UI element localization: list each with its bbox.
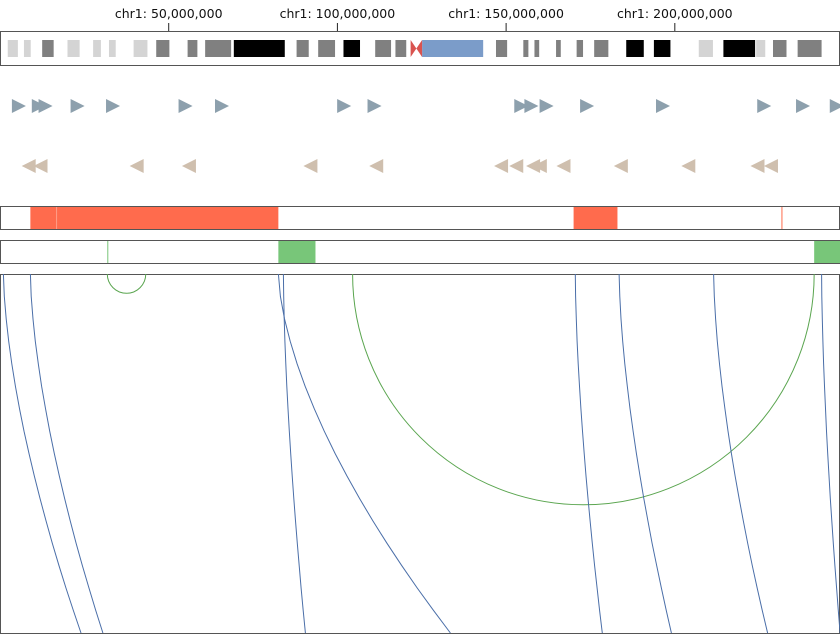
blue-link-line[interactable] <box>821 273 840 634</box>
plus-strand-feature[interactable] <box>38 99 53 113</box>
chromosome-ideogram[interactable] <box>0 31 840 66</box>
red-interval[interactable] <box>57 207 279 229</box>
ideogram-band <box>23 40 31 57</box>
ideogram-band <box>296 40 309 57</box>
blue-link-line[interactable] <box>277 273 451 634</box>
plus-strand-feature[interactable] <box>215 99 230 113</box>
plus-strand-feature[interactable] <box>524 99 539 113</box>
minus-strand-feature[interactable] <box>181 159 196 173</box>
minus-strand-feature-track[interactable] <box>21 159 778 173</box>
minus-strand-feature[interactable] <box>303 159 318 173</box>
blue-link-line[interactable] <box>574 273 603 634</box>
ideogram-band <box>375 40 392 57</box>
plus-strand-feature-track[interactable] <box>11 99 840 113</box>
ideogram-band <box>156 40 170 57</box>
plus-strand-feature[interactable] <box>178 99 193 113</box>
plus-strand-feature[interactable] <box>367 99 382 113</box>
blue-link-line[interactable] <box>618 273 672 634</box>
plus-strand-feature[interactable] <box>514 99 529 113</box>
minus-strand-feature[interactable] <box>509 159 524 173</box>
arcs-links-panel[interactable] <box>0 273 840 634</box>
ideogram-heterochromatin <box>422 40 484 57</box>
green-interval[interactable] <box>814 241 840 263</box>
arcs-panel-frame <box>0 274 840 634</box>
plus-strand-feature[interactable] <box>796 99 811 113</box>
ideogram-band <box>233 40 285 57</box>
ideogram-band <box>576 40 584 57</box>
green-track-frame <box>0 240 840 264</box>
ideogram-band <box>108 40 116 57</box>
axis-tick-label: chr1: 50,000,000 <box>115 6 223 21</box>
centromere-right <box>416 40 423 57</box>
ideogram-band <box>133 40 148 57</box>
minus-strand-feature[interactable] <box>763 159 778 173</box>
ideogram-band <box>42 40 54 57</box>
plus-strand-feature[interactable] <box>106 99 121 113</box>
ideogram-band <box>343 40 361 57</box>
ideogram-band <box>594 40 609 57</box>
ideogram-band <box>534 40 540 57</box>
ideogram-band <box>495 40 508 57</box>
ideogram-band <box>556 40 561 57</box>
minus-strand-feature[interactable] <box>33 159 48 173</box>
ideogram-band <box>797 40 822 57</box>
axis-tick-label: chr1: 150,000,000 <box>448 6 564 21</box>
minus-strand-feature[interactable] <box>750 159 765 173</box>
red-interval[interactable] <box>781 207 783 229</box>
ideogram-band <box>67 40 80 57</box>
ideogram-band <box>756 40 766 57</box>
ideogram-band <box>653 40 671 57</box>
green-interval[interactable] <box>107 241 109 263</box>
blue-link-line[interactable] <box>29 273 104 634</box>
minus-strand-feature[interactable] <box>532 159 547 173</box>
minus-strand-feature[interactable] <box>613 159 628 173</box>
plus-strand-feature[interactable] <box>337 99 352 113</box>
ideogram-band <box>626 40 644 57</box>
plus-strand-feature[interactable] <box>656 99 671 113</box>
genome-coordinate-axis: chr1: 50,000,000 chr1: 100,000,000 chr1: 1… <box>115 6 733 31</box>
blue-link-line[interactable] <box>2 273 82 634</box>
minus-strand-feature[interactable] <box>494 159 509 173</box>
minus-strand-feature[interactable] <box>681 159 696 173</box>
axis-tick-label: chr1: 200,000,000 <box>617 6 733 21</box>
ideogram-band <box>698 40 713 57</box>
green-interval[interactable] <box>278 241 316 263</box>
green-arc[interactable] <box>352 273 815 506</box>
plus-strand-feature[interactable] <box>580 99 595 113</box>
plus-strand-feature[interactable] <box>70 99 85 113</box>
red-interval[interactable] <box>573 207 618 229</box>
green-interval-track[interactable] <box>0 240 840 264</box>
plus-strand-feature[interactable] <box>829 99 840 113</box>
minus-strand-feature[interactable] <box>21 159 36 173</box>
ideogram-band <box>7 40 18 57</box>
ideogram-band <box>318 40 336 57</box>
ideogram-band <box>205 40 232 57</box>
plus-strand-feature[interactable] <box>11 99 26 113</box>
blue-link-line[interactable] <box>713 273 769 634</box>
minus-strand-feature[interactable] <box>369 159 384 173</box>
plus-strand-feature[interactable] <box>757 99 772 113</box>
green-arc[interactable] <box>106 273 147 294</box>
axis-tick-label: chr1: 100,000,000 <box>280 6 396 21</box>
plus-strand-feature[interactable] <box>539 99 554 113</box>
ideogram-band <box>723 40 756 57</box>
ideogram-band <box>395 40 407 57</box>
red-interval[interactable] <box>30 207 57 229</box>
ideogram-band <box>187 40 198 57</box>
blue-link-line[interactable] <box>282 273 306 634</box>
minus-strand-feature[interactable] <box>556 159 571 173</box>
minus-strand-feature[interactable] <box>129 159 144 173</box>
red-interval-track[interactable] <box>0 206 840 230</box>
ideogram-band <box>93 40 101 57</box>
ideogram-band <box>523 40 529 57</box>
ideogram-band <box>773 40 787 57</box>
centromere-left <box>410 40 417 57</box>
